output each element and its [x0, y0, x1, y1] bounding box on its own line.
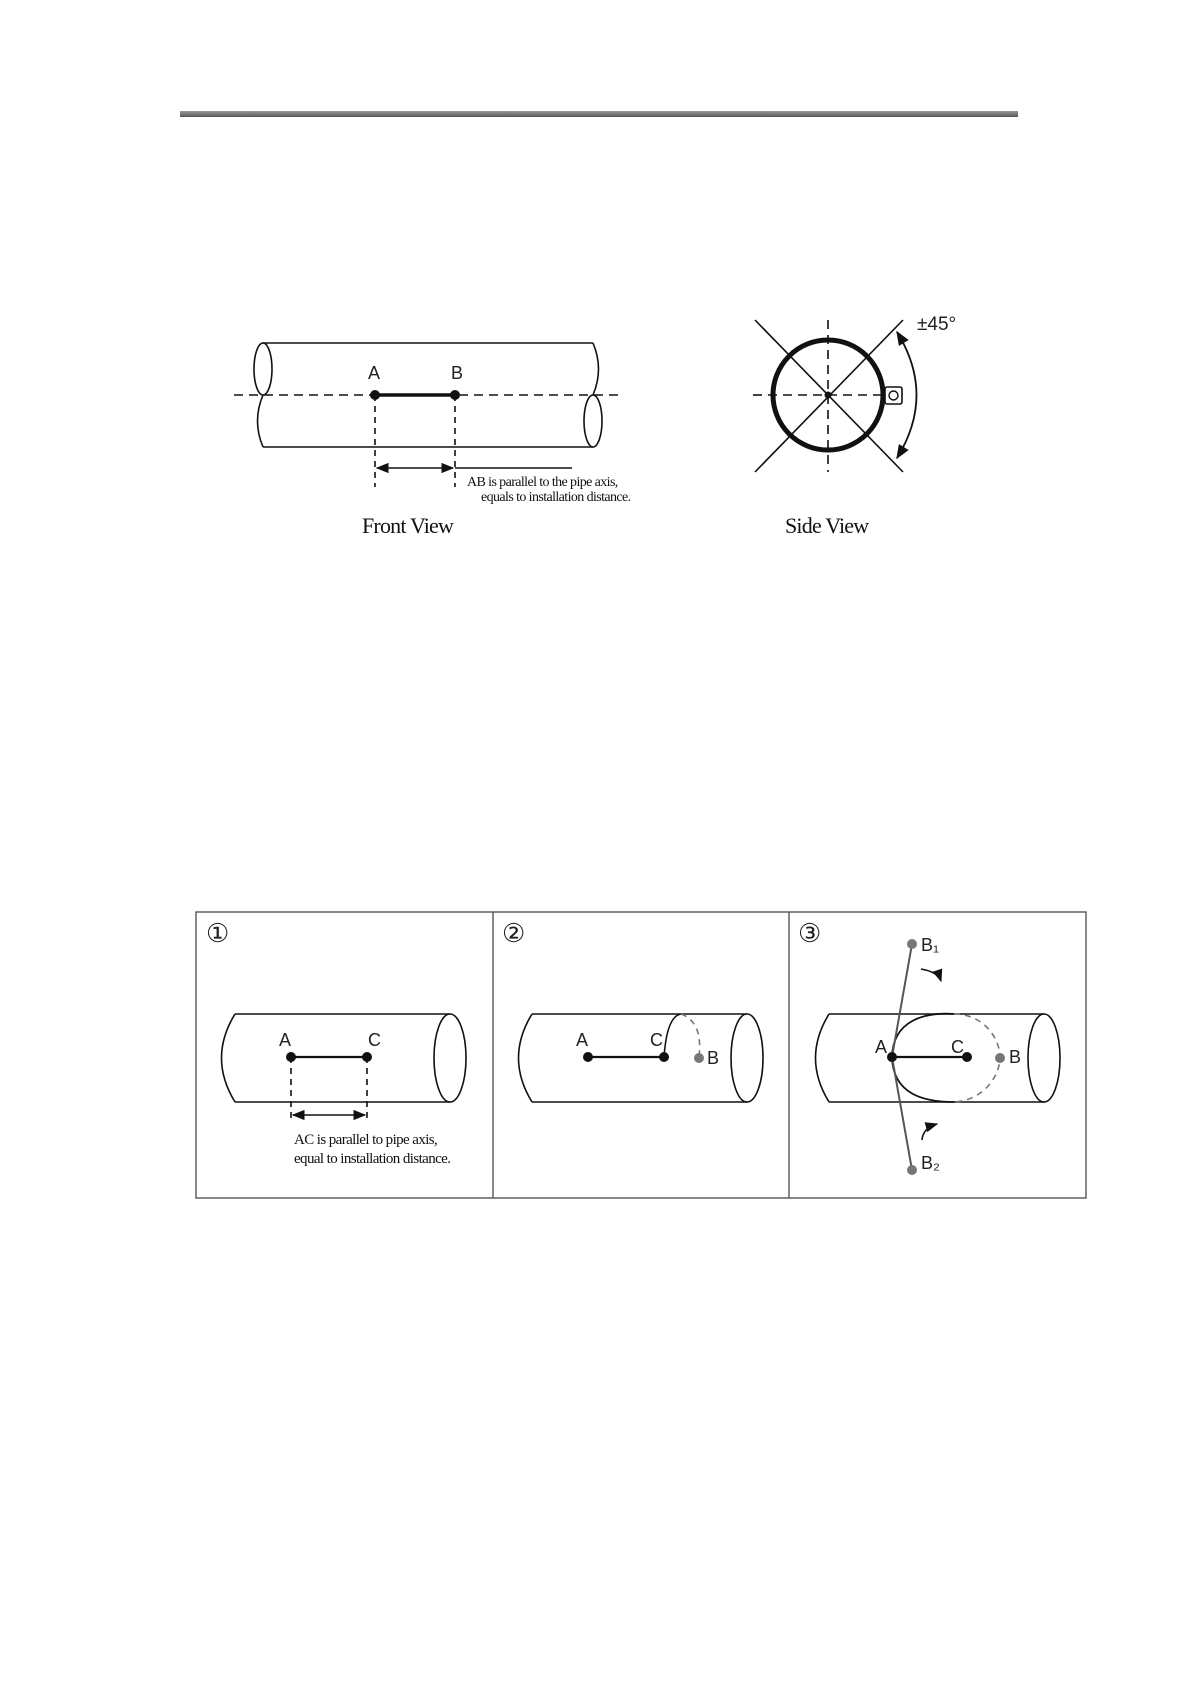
front-view-diagram — [234, 343, 622, 487]
step-2-label-a: A — [576, 1030, 588, 1050]
step-2-label-b: B — [707, 1048, 719, 1068]
label-b: B — [451, 363, 463, 383]
step-3-point-b2 — [907, 1165, 917, 1175]
step-3-label-b1: B₁ — [921, 935, 939, 955]
front-view-caption: Front View — [362, 513, 454, 538]
step-1-note-line2: equal to installation distance. — [294, 1151, 450, 1167]
pipe-right-end — [584, 395, 602, 447]
side-view-caption: Side View — [785, 513, 869, 538]
angle-label: ±45° — [917, 314, 956, 335]
step-2-label-c: C — [650, 1030, 663, 1050]
step-1-note-line1: AC is parallel to pipe axis, — [294, 1132, 437, 1148]
front-note-line2: equals to installation distance. — [481, 490, 631, 505]
step-1-point-c — [362, 1052, 372, 1062]
step-1-label-a: A — [279, 1030, 291, 1050]
point-b — [450, 390, 460, 400]
label-a: A — [368, 363, 380, 383]
step-3-label-b: B — [1009, 1047, 1021, 1067]
step-2-panel: ② A C B — [502, 918, 763, 1102]
step-2-point-c — [659, 1052, 669, 1062]
step-3-point-b — [995, 1053, 1005, 1063]
step-2-number: ② — [502, 918, 525, 948]
step-1-number: ① — [206, 918, 229, 948]
point-a — [370, 390, 380, 400]
pipe-left-end — [254, 343, 272, 395]
step-3-number: ③ — [798, 918, 821, 948]
pipe-right-end-upper — [593, 343, 599, 395]
step-3-label-a: A — [875, 1037, 887, 1057]
front-note-line1: AB is parallel to the pipe axis, — [467, 475, 618, 490]
step-3-label-c: C — [951, 1037, 964, 1057]
step-3-panel: ③ A C B B₁ B₂ — [798, 918, 1060, 1175]
step-3-point-b1 — [907, 939, 917, 949]
step-1-point-a — [286, 1052, 296, 1062]
transducer-icon — [885, 387, 902, 404]
step-2-point-b — [694, 1053, 704, 1063]
center-point — [825, 392, 832, 399]
step-3-point-a — [887, 1052, 897, 1062]
step-3-label-b2: B₂ — [921, 1153, 940, 1173]
step-1-label-c: C — [368, 1030, 381, 1050]
step-2-point-a — [583, 1052, 593, 1062]
pipe-left-end-lower — [258, 395, 264, 447]
step-1-panel: ① A C AC is parallel to pipe axis, equal… — [206, 918, 466, 1167]
